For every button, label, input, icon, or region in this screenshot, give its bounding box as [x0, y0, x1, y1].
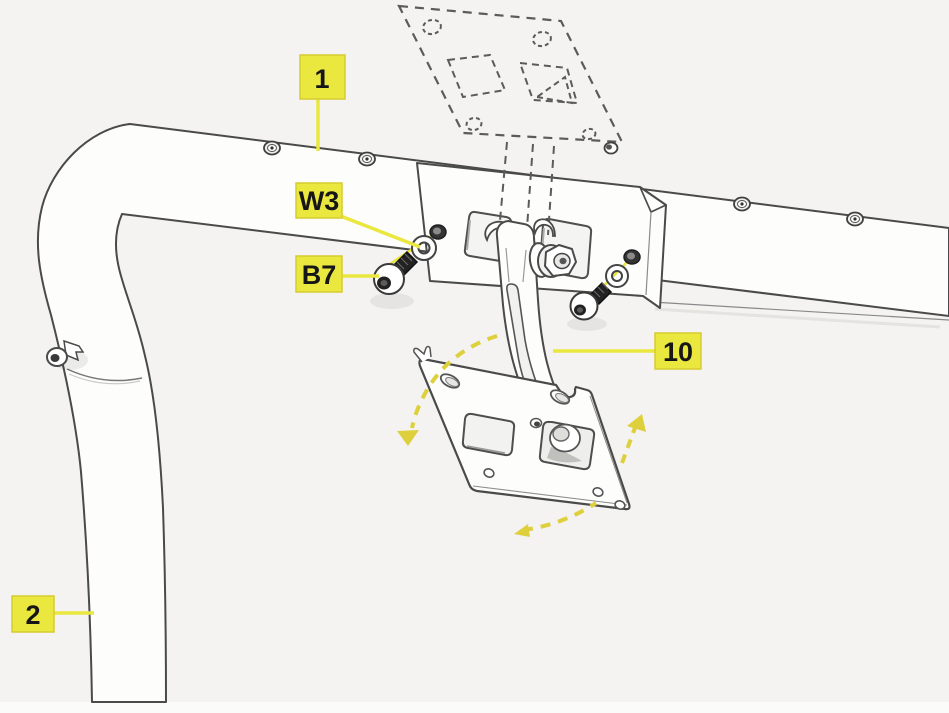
bracket-fold-crease — [645, 211, 652, 296]
monitor-plate — [413, 345, 631, 511]
projection-line — [498, 141, 508, 233]
callout-box — [11, 595, 55, 633]
threaded-hole — [623, 249, 641, 265]
beam-fold-line — [651, 301, 949, 321]
rotate-arc-bottom — [522, 501, 598, 532]
bolt-shadow — [370, 293, 414, 309]
rotation-arrows — [397, 334, 646, 537]
dashed-ghost-plate — [397, 4, 624, 144]
rotate-arrowhead-right — [627, 414, 646, 432]
plate-oval-slot — [549, 389, 571, 405]
bolt-socket-inner — [577, 307, 583, 313]
bolt-socket-inner — [380, 280, 388, 286]
plate-corner-hole — [592, 487, 604, 497]
callout-leader — [337, 213, 421, 249]
callout-box — [654, 332, 702, 370]
projection-line — [525, 143, 534, 243]
callout-label: 1 — [314, 64, 329, 94]
ghost-cutout-left — [446, 53, 507, 99]
plate-body — [418, 357, 631, 511]
callout-box — [295, 255, 343, 293]
beam-nut — [733, 196, 751, 212]
ghost-hole — [422, 18, 442, 36]
callout-box — [295, 182, 343, 219]
clamp-knob-socket — [50, 354, 60, 362]
plate-cutout-left — [461, 412, 516, 457]
projection-lines — [498, 141, 555, 243]
tube-seam — [66, 368, 143, 382]
beam-nut — [358, 151, 376, 167]
arm-boss-bolt — [552, 426, 570, 442]
plate-corner-hole — [483, 468, 495, 478]
callout-box — [299, 54, 346, 100]
plate-small-screw — [529, 417, 543, 429]
plate-thickness-lines — [472, 395, 628, 506]
bolt-threads — [593, 282, 609, 298]
callout-part-10: 10 — [553, 332, 702, 370]
bottom-margin-strip — [0, 702, 949, 713]
tube-seam-shadow — [68, 373, 141, 385]
beam-nut — [846, 211, 864, 227]
plate-corner-hole — [614, 500, 626, 510]
beam-nut — [263, 140, 281, 156]
ghost-plate-outline — [397, 4, 624, 144]
callout-label: 10 — [663, 337, 693, 367]
tube-body — [36, 123, 949, 703]
frame-tube — [36, 123, 949, 703]
hex-nut-bore — [559, 257, 567, 265]
ghost-plate-screw — [603, 141, 619, 155]
boss-shadow — [547, 447, 582, 463]
beam-soft-shadow — [654, 307, 941, 329]
ghost-hole — [532, 30, 552, 48]
bolt-threads — [396, 253, 413, 270]
bolt-shadow — [567, 317, 607, 331]
callout-bolt-b7: B7 — [295, 255, 379, 293]
rotate-arrowhead-bottom — [514, 524, 530, 537]
ghost-hole — [465, 116, 483, 132]
plate-corner-tab — [413, 345, 432, 363]
arm-hook-right — [533, 218, 556, 237]
arm-strap-creases — [505, 247, 527, 283]
left-fastener-set — [370, 224, 447, 309]
right-fastener-set — [567, 249, 641, 331]
callout-part-1: 1 — [299, 54, 346, 151]
callout-washer-w3: W3 — [295, 182, 421, 249]
rotate-arc-left — [410, 334, 498, 429]
threaded-hole — [429, 224, 447, 240]
plate-oval-slot — [439, 373, 461, 389]
rotate-arrowhead-left — [397, 430, 419, 446]
ghost-hole — [581, 127, 597, 141]
plate-cutout-left-lip — [466, 445, 506, 454]
rotate-line-right — [620, 424, 638, 464]
bolt-b7-part — [370, 250, 419, 309]
callout-label: W3 — [299, 186, 340, 216]
projection-line — [547, 145, 555, 236]
pivot-arm — [484, 218, 577, 421]
callout-label: 2 — [25, 600, 40, 630]
callout-part-2: 2 — [11, 595, 94, 633]
bolt-right — [567, 281, 613, 331]
callout-label: B7 — [302, 260, 337, 290]
bracket-slot-left-shadow — [466, 219, 471, 251]
washer-right-hole — [611, 270, 623, 282]
